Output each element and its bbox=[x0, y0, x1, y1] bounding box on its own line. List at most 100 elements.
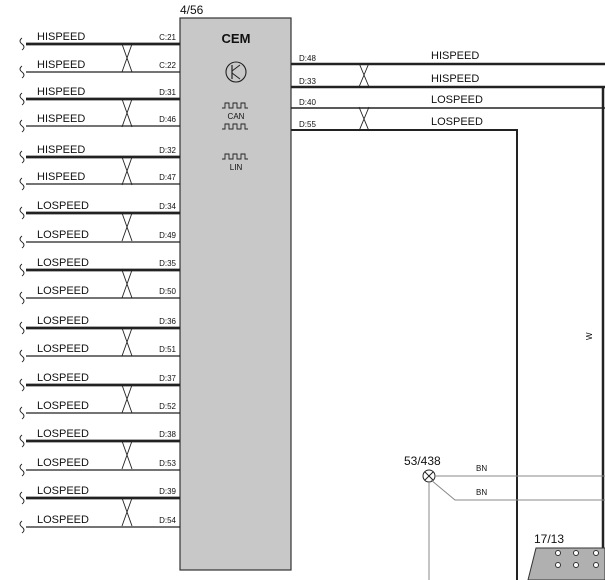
wire-label: LOSPEED bbox=[37, 343, 89, 355]
wire-label: HISPEED bbox=[37, 59, 85, 71]
right-wire[interactable]: D:33 HISPEED bbox=[291, 73, 605, 89]
pin-label: D:37 bbox=[159, 374, 176, 383]
wire-label: HISPEED bbox=[37, 144, 85, 156]
lin-signal-icon: LIN bbox=[222, 153, 248, 172]
transistor-icon bbox=[225, 61, 247, 83]
twisted-pair-icon bbox=[121, 43, 133, 73]
wire-label: LOSPEED bbox=[37, 315, 89, 327]
twisted-pair-icon bbox=[121, 98, 133, 128]
twisted-pair-icon bbox=[358, 62, 370, 88]
ground-wire-label-2: BN bbox=[476, 488, 487, 497]
left-wire[interactable]: LOSPEED D:51 bbox=[19, 343, 180, 363]
twisted-pair-icon bbox=[121, 269, 133, 299]
wire-break-icon bbox=[19, 206, 25, 220]
left-wire[interactable]: HISPEED C:21 bbox=[19, 31, 180, 51]
pin-label: D:35 bbox=[159, 259, 176, 268]
wire-break-icon bbox=[19, 463, 25, 477]
wire-break-icon bbox=[19, 491, 25, 505]
connector-body bbox=[527, 547, 605, 580]
pin-label: D:51 bbox=[159, 345, 176, 354]
wire-break-icon bbox=[19, 92, 25, 106]
right-wire[interactable]: D:40 LOSPEED bbox=[291, 94, 605, 109]
wire-label: LOSPEED bbox=[37, 400, 89, 412]
wire-break-icon bbox=[19, 378, 25, 392]
wire-label: LOSPEED bbox=[37, 200, 89, 212]
left-wire[interactable]: HISPEED D:32 bbox=[19, 144, 180, 164]
left-wire[interactable]: LOSPEED D:49 bbox=[19, 229, 180, 249]
pin-label: D:34 bbox=[159, 202, 176, 211]
pin-label: D:40 bbox=[299, 98, 316, 107]
wire-label: LOSPEED bbox=[37, 372, 89, 384]
right-wire[interactable]: D:55 LOSPEED bbox=[299, 116, 483, 129]
ground-id: 53/438 bbox=[404, 454, 441, 468]
wire-break-icon bbox=[19, 434, 25, 448]
wire-break-icon bbox=[19, 65, 25, 79]
wire-label: HISPEED bbox=[37, 86, 85, 98]
twisted-pair-icon bbox=[358, 106, 370, 132]
pin-label: D:32 bbox=[159, 146, 176, 155]
pin-label: D:39 bbox=[159, 487, 176, 496]
left-wire[interactable]: LOSPEED D:52 bbox=[19, 400, 180, 420]
pin-label: D:53 bbox=[159, 459, 176, 468]
left-wire[interactable]: LOSPEED D:53 bbox=[19, 457, 180, 477]
twisted-pair-icon bbox=[121, 327, 133, 357]
wire-label: HISPEED bbox=[37, 113, 85, 125]
wire-label: LOSPEED bbox=[37, 229, 89, 241]
wire-label: HISPEED bbox=[37, 31, 85, 43]
left-wire[interactable]: LOSPEED D:37 bbox=[19, 372, 180, 392]
ground-point[interactable]: 53/438 BN BN bbox=[404, 454, 605, 580]
wire-label: HISPEED bbox=[431, 50, 479, 62]
connector-17-13[interactable]: 17/13 bbox=[527, 532, 605, 580]
wire-break-icon bbox=[19, 263, 25, 277]
wire-label: LOSPEED bbox=[431, 94, 483, 106]
module-name: CEM bbox=[222, 31, 251, 46]
wire-break-icon bbox=[19, 321, 25, 335]
pin-label: D:46 bbox=[159, 115, 176, 124]
wire-label: LOSPEED bbox=[37, 428, 89, 440]
left-wire[interactable]: LOSPEED D:38 bbox=[19, 428, 180, 448]
twisted-pair-icon bbox=[121, 212, 133, 242]
right-wire[interactable]: D:48 HISPEED bbox=[291, 50, 605, 66]
wire-label: LOSPEED bbox=[37, 285, 89, 297]
pin-label: D:52 bbox=[159, 402, 176, 411]
can-label: CAN bbox=[228, 112, 245, 121]
left-wire[interactable]: HISPEED D:46 bbox=[19, 113, 180, 133]
wire-break-icon bbox=[19, 349, 25, 363]
pin-label: C:21 bbox=[159, 33, 176, 42]
left-wire[interactable]: LOSPEED D:34 bbox=[19, 200, 180, 220]
wire-break-icon bbox=[19, 37, 25, 51]
pin-label: D:48 bbox=[299, 54, 316, 63]
wire-break-icon bbox=[19, 119, 25, 133]
wire-break-icon bbox=[19, 291, 25, 305]
connector-pin-icon bbox=[555, 550, 599, 568]
pin-label: D:38 bbox=[159, 430, 176, 439]
cem-module[interactable]: 4/56 CEM CAN LIN bbox=[179, 3, 292, 571]
module-id: 4/56 bbox=[180, 3, 204, 17]
twisted-pair-icon bbox=[121, 384, 133, 414]
twisted-pair-icon bbox=[121, 156, 133, 186]
pin-label: D:47 bbox=[159, 173, 176, 182]
wire-label: LOSPEED bbox=[431, 116, 483, 128]
wire-label: LOSPEED bbox=[37, 457, 89, 469]
twisted-pair-icon bbox=[121, 497, 133, 527]
pin-label: D:55 bbox=[299, 120, 316, 129]
w-wire[interactable]: W bbox=[291, 129, 594, 580]
can-signal-icon: CAN bbox=[222, 102, 248, 130]
w-label: W bbox=[585, 332, 594, 340]
wire-label: LOSPEED bbox=[37, 514, 89, 526]
wire-label: HISPEED bbox=[431, 73, 479, 85]
pin-label: D:49 bbox=[159, 231, 176, 240]
cem-module-box bbox=[179, 17, 292, 571]
connector-id: 17/13 bbox=[534, 532, 564, 546]
pin-label: D:33 bbox=[299, 77, 316, 86]
twisted-pair-icon bbox=[121, 440, 133, 470]
